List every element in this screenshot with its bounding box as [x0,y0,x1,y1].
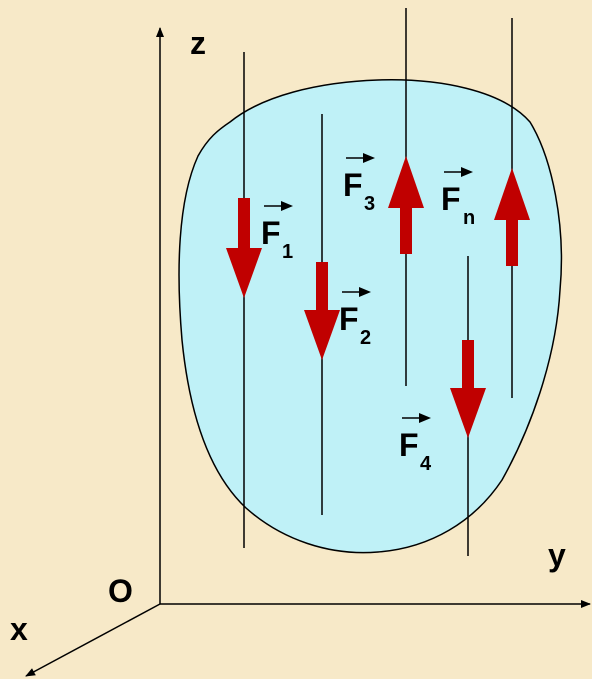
origin-label: O [108,573,133,609]
force-arrow-f2 [304,262,340,360]
svg-text:4: 4 [420,453,432,475]
force-label-f1: F 1 [261,201,293,263]
y-axis-label: y [548,537,566,573]
force-arrow-f4 [450,340,486,438]
force-arrow-f3 [388,156,424,254]
x-axis-label: x [10,611,28,647]
svg-text:F: F [399,427,419,463]
force-label-f4: F 4 [399,413,432,475]
x-axis [25,603,161,677]
force-arrow-f1 [226,198,262,298]
force-label-f2: F 2 [339,287,371,349]
svg-text:F: F [343,167,363,203]
z-axis-label: z [190,25,206,61]
svg-text:n: n [463,207,475,229]
svg-text:3: 3 [364,193,375,215]
force-label-fn: F n [441,167,475,229]
svg-text:1: 1 [282,241,293,263]
svg-text:F: F [339,301,359,337]
rigid-body [178,79,563,554]
svg-text:F: F [441,181,461,217]
svg-text:2: 2 [360,327,371,349]
force-label-f3: F 3 [343,153,375,215]
force-arrow-fn [494,168,530,266]
svg-text:F: F [261,215,281,251]
